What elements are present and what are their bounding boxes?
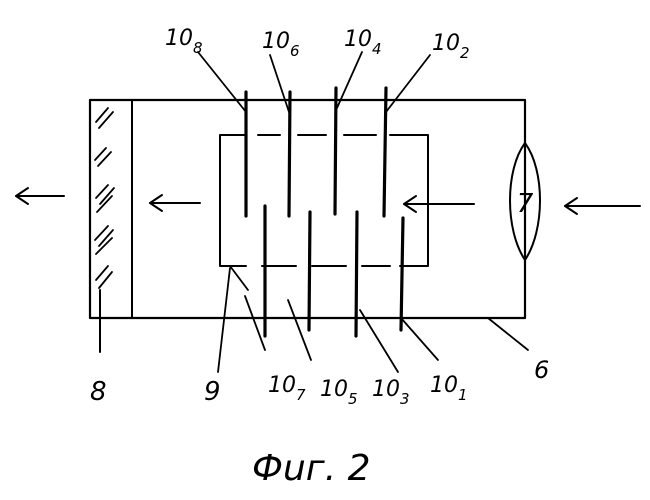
housing-body: [90, 100, 525, 318]
plate-10-4: [335, 88, 336, 214]
label-10-7: 107: [268, 373, 306, 404]
svg-text:106: 106: [262, 29, 300, 60]
dashed-frame: [220, 135, 428, 266]
plate-10-3: [356, 212, 357, 336]
plate-10-5: [309, 212, 310, 330]
label-10-5: 105: [320, 377, 358, 408]
plate-10-2: [384, 88, 386, 216]
label-10-8: 108: [165, 26, 203, 57]
label-10-2: 102: [432, 31, 470, 62]
svg-text:102: 102: [432, 31, 470, 62]
plate-10-1: [401, 218, 403, 330]
screen-panel: [95, 100, 132, 352]
upper-plates: [246, 88, 386, 216]
label-10-1: 101: [430, 373, 468, 404]
svg-text:104: 104: [344, 27, 382, 58]
svg-text:101: 101: [430, 373, 468, 404]
figure-caption: Фuг. 2: [252, 448, 371, 489]
label-frame: 9: [204, 377, 221, 407]
svg-text:108: 108: [165, 26, 203, 57]
label-10-6: 106: [262, 29, 300, 60]
svg-text:107: 107: [268, 373, 306, 404]
svg-text:105: 105: [320, 377, 358, 408]
label-lens: 7: [517, 189, 534, 219]
label-housing: 6: [534, 356, 549, 384]
label-10-3: 103: [372, 377, 410, 408]
svg-text:103: 103: [372, 377, 410, 408]
lower-plates: [265, 206, 403, 336]
label-10-4: 104: [344, 27, 382, 58]
label-screen: 8: [90, 377, 107, 407]
